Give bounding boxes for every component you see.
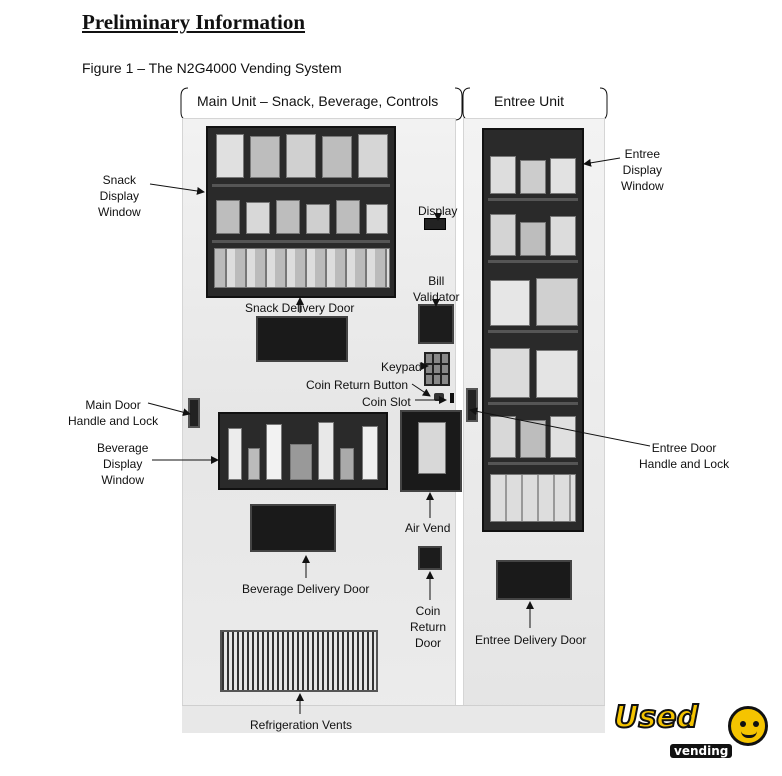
coin-return-button-label: Coin Return Button — [306, 378, 409, 392]
beverage-display-window-label: Beverage Display Window — [97, 441, 149, 487]
refrigeration-vents — [220, 630, 378, 692]
entree-door-handle-label: Entree Door Handle and Lock — [639, 441, 730, 471]
document-heading: Preliminary Information — [82, 10, 306, 34]
entree-display-window-label: Entree Display Window — [621, 147, 664, 193]
air-vend-label: Air Vend — [405, 521, 451, 535]
refrigeration-vents-label: Refrigeration Vents — [250, 718, 353, 732]
bill-validator — [418, 304, 454, 344]
logo-sub: vending — [670, 744, 733, 758]
coin-return-door — [418, 546, 442, 570]
used-vending-logo: Used vending — [613, 699, 774, 770]
beverage-delivery-door — [250, 504, 336, 552]
snack-delivery-door-label: Snack Delivery Door — [245, 301, 355, 315]
machine-base — [182, 705, 605, 733]
entree-door-handle — [466, 388, 478, 422]
vend-display — [424, 218, 446, 230]
main-door-handle-label: Main Door Handle and Lock — [68, 398, 159, 428]
beverage-display-window — [218, 412, 388, 490]
keypad — [424, 352, 450, 386]
logo-word: Used — [613, 699, 699, 736]
coin-slot-label: Coin Slot — [362, 395, 411, 409]
beverage-delivery-door-label: Beverage Delivery Door — [242, 582, 370, 596]
display-label: Display — [418, 204, 458, 218]
snack-display-window-label: Snack Display Window — [98, 173, 141, 219]
coin-return-button — [434, 393, 444, 401]
keypad-label: Keypad — [381, 360, 422, 374]
main-door-handle — [188, 398, 200, 428]
entree-delivery-door — [496, 560, 572, 600]
entree-unit-label: Entree Unit — [494, 93, 565, 109]
air-vend-screen — [400, 410, 462, 492]
figure-caption: Figure 1 – The N2G4000 Vending System — [82, 60, 342, 76]
coin-slot — [450, 393, 454, 403]
face-icon — [728, 706, 768, 746]
main-unit-label: Main Unit – Snack, Beverage, Controls — [197, 93, 439, 109]
snack-delivery-door — [256, 316, 348, 362]
snack-display-window — [206, 126, 396, 298]
bill-validator-label: Bill Validator — [413, 274, 460, 304]
entree-delivery-door-label: Entree Delivery Door — [475, 633, 587, 647]
entree-display-window — [482, 128, 584, 532]
coin-return-door-label: Coin Return Door — [410, 604, 447, 650]
